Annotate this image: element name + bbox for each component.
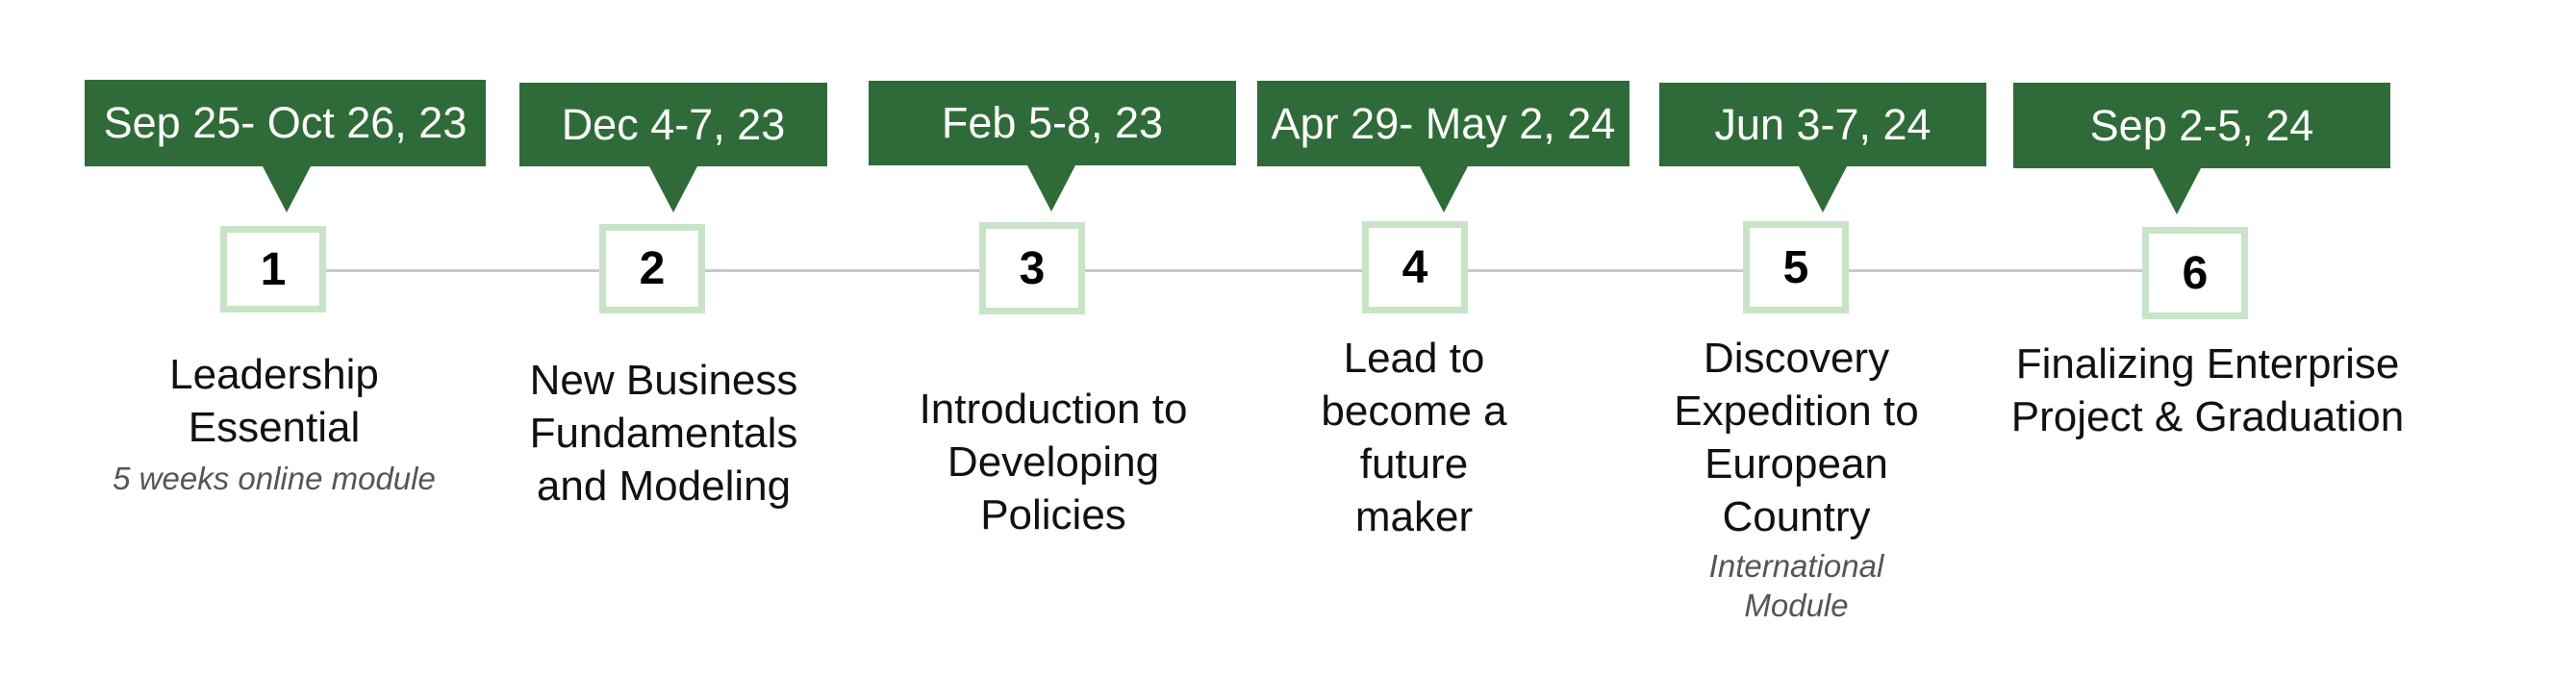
step-title-line: Fundamentals [529,410,798,457]
step-title-line: Essential [188,404,361,451]
step-title-line: Lead to [1343,335,1485,382]
step-title-line: become a [1321,388,1507,435]
step-title-line: Policies [980,491,1126,538]
step-number: 1 [260,243,287,295]
callout-pointer [2153,168,2201,214]
step-number: 6 [2182,247,2209,299]
step-title-line: maker [1354,493,1474,540]
date-label: Sep 25- Oct 26, 23 [103,98,467,147]
callout-pointer [263,166,311,212]
step-box-2: 2 [599,224,705,313]
step-box-3: 3 [979,222,1085,314]
step-title-line: Finalizing Enterprise [2015,340,2400,388]
step-note-line: International [1708,548,1884,584]
step-number: 3 [1019,242,1046,294]
step-note-5: International Module [1674,546,1919,625]
date-callout-2: Dec 4-7, 23 [519,83,827,212]
date-callout-1: Sep 25- Oct 26, 23 [85,80,486,212]
date-label: Apr 29- May 2, 24 [1271,98,1616,148]
callout-pointer [1027,165,1075,212]
step-title-line: Country [1722,493,1871,540]
date-callout-6: Sep 2-5, 24 [2013,83,2390,214]
step-title-line: Introduction to [919,386,1188,433]
step-title-line: and Modeling [536,462,792,510]
step-title-line: Expedition to [1674,388,1919,435]
step-number: 2 [639,243,666,294]
step-title-line: Developing [947,438,1160,486]
callout-pointer [649,166,697,212]
date-label: Jun 3-7, 24 [1714,99,1932,149]
date-label: Sep 2-5, 24 [2089,100,2314,150]
step-title-5: Discovery Expedition to European Country [1635,332,1957,543]
step-box-4: 4 [1362,221,1468,313]
callout-pointer [1799,166,1847,212]
timeline-line [289,269,2174,272]
step-note-1: 5 weeks online module [113,461,436,496]
step-box-5: 5 [1743,221,1849,313]
step-title-line: New Business [529,357,798,404]
step-title-3: Introduction to Developing Policies [866,383,1241,541]
step-title-line: Project & Graduation [2010,393,2405,440]
date-callout-3: Feb 5-8, 23 [869,81,1236,212]
step-title-line: European [1705,440,1888,488]
step-box-1: 1 [220,226,326,312]
step-box-6: 6 [2142,227,2248,319]
step-title-2: New Business Fundamentals and Modeling [481,354,846,512]
date-label: Dec 4-7, 23 [561,99,786,149]
step-title-6: Finalizing Enterprise Project & Graduati… [1991,338,2424,443]
date-callout-4: Apr 29- May 2, 24 [1257,81,1629,212]
step-title-line: Leadership [169,351,379,398]
date-label: Feb 5-8, 23 [941,98,1164,147]
callout-pointer [1420,166,1468,212]
step-title-line: future [1359,440,1469,488]
step-title-line: Discovery [1703,335,1890,382]
step-number: 4 [1402,241,1428,293]
step-note-line: Module [1744,588,1849,623]
date-callout-5: Jun 3-7, 24 [1659,83,1986,212]
step-title-1: Leadership Essential [96,348,452,454]
step-number: 5 [1782,241,1809,293]
step-title-4: Lead to become a future maker [1270,332,1558,543]
